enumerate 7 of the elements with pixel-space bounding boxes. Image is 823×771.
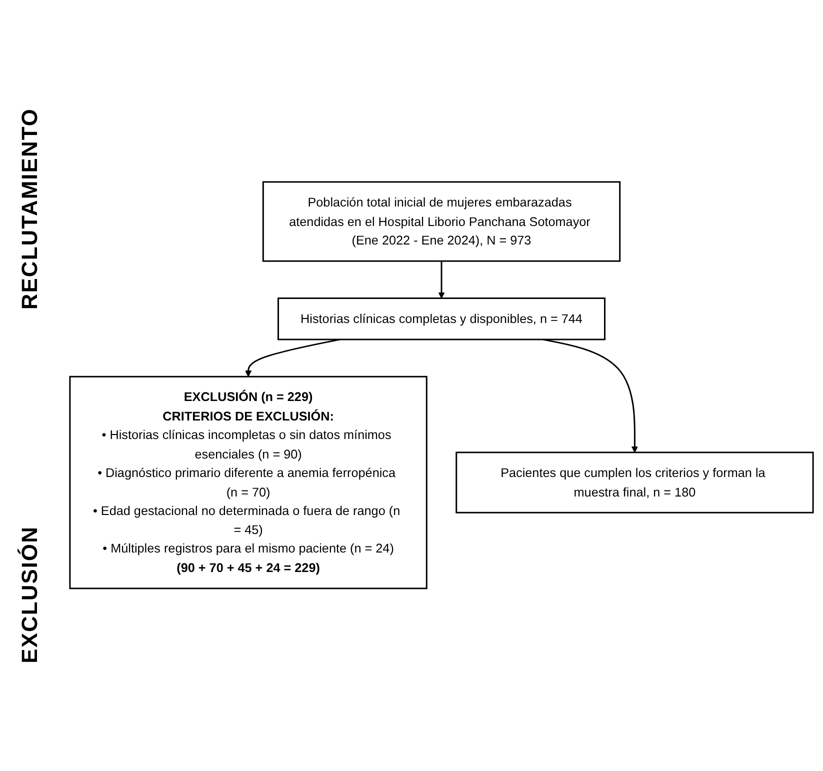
node-box: Historias clínicas completas y disponibles, n = 744 xyxy=(278,298,606,341)
node-box: EXCLUSIÓN (n = 229) CRITERIOS DE EXCLUSIÓN: • Historias clínicas incompletas o sin datos mínimos esenciales (n = 90) • Diagnóstico primario diferente a anemia ferropénica (n = 70) • Edad gestacional no determinada o fuera de rango (n = 45) • Múltiples registros para el mismo paciente (n = 24) (90 + 70 + 45 + 24 = 229) xyxy=(69,376,428,590)
node-box: Pacientes que cumplen los criterios y forman la muestra final, n = 180 xyxy=(456,452,814,514)
section-label: RECLUTAMIENTO xyxy=(17,108,43,310)
arrow xyxy=(438,261,445,299)
section-label: EXCLUSIÓN xyxy=(17,526,43,663)
node-box: Población total inicial de mujeres embarazadas atendidas en el Hospital Liborio Panchana Sotomayor (Ene 2022 - Ene 2024), N = 973 xyxy=(262,182,621,262)
